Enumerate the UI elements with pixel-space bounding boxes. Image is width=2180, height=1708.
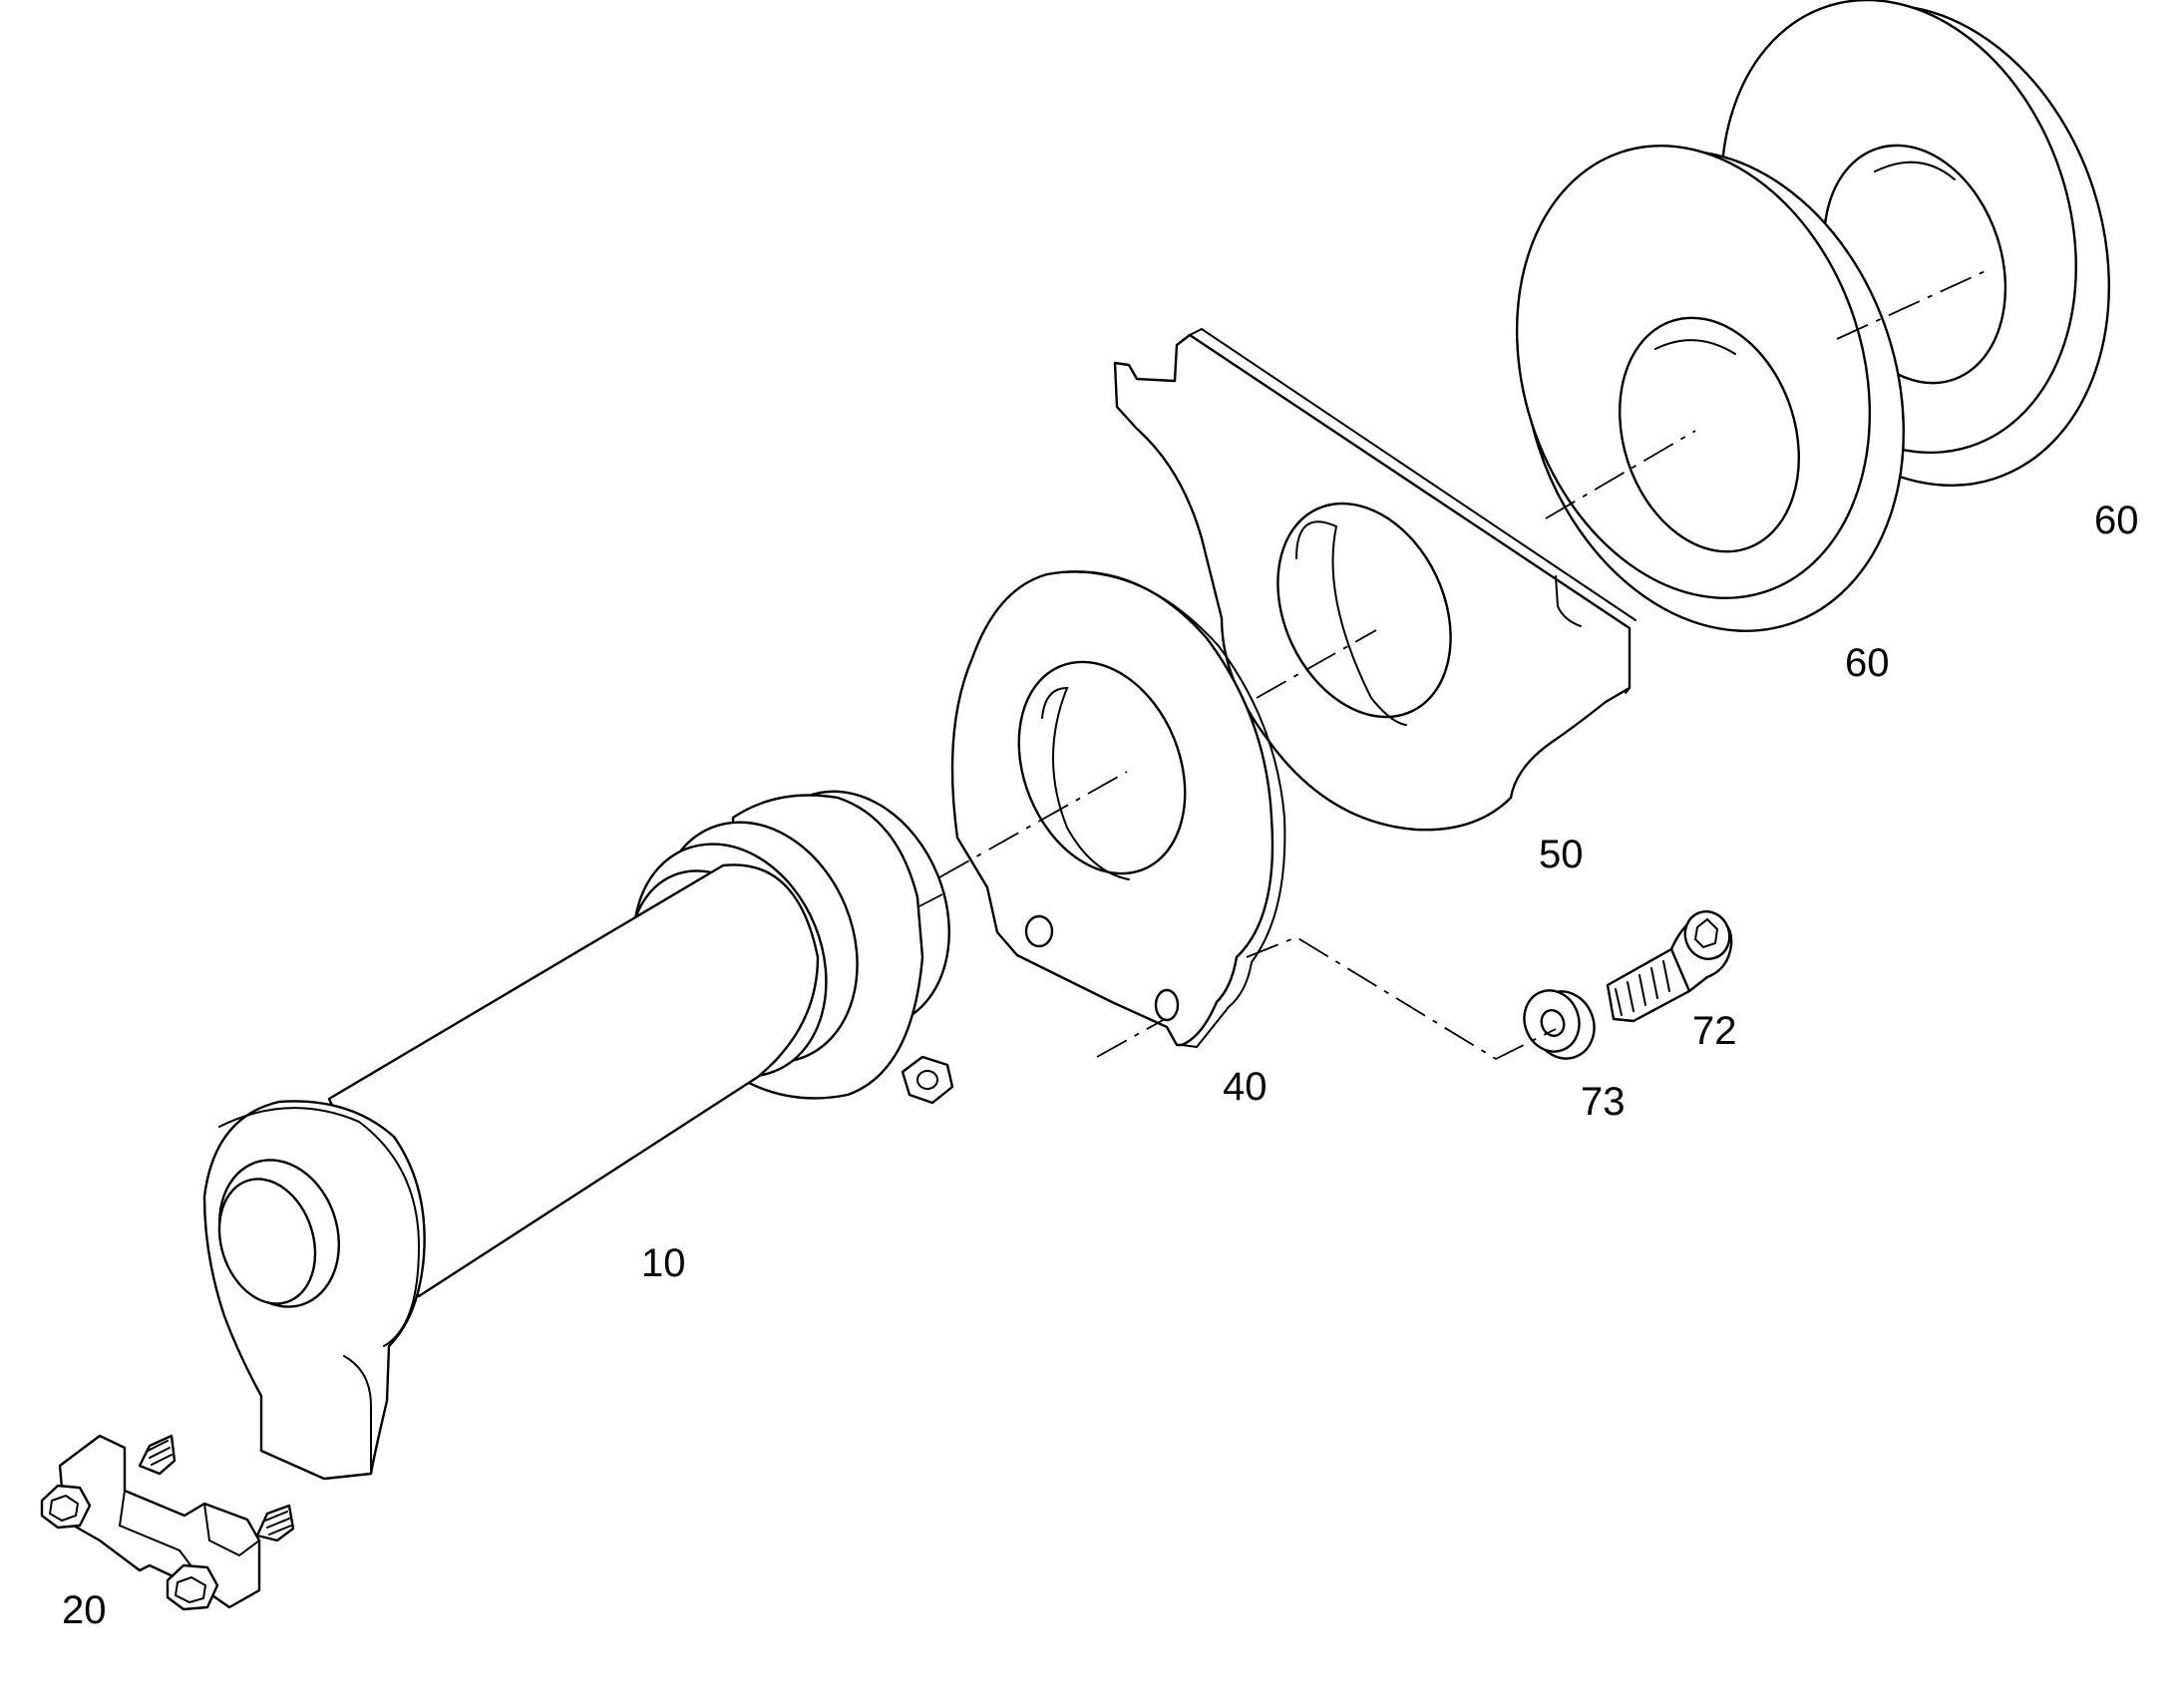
callout-labels: 10 20 40 50 60 60 72 73 — [62, 499, 2139, 1632]
callout-72: 72 — [1692, 1009, 1737, 1053]
part-10-pin-cylinder — [202, 790, 954, 1481]
callout-60-rear: 60 — [2094, 499, 2139, 542]
callout-10: 10 — [641, 1241, 686, 1285]
callout-20: 20 — [62, 1588, 107, 1632]
part-73-washer — [1523, 989, 1596, 1060]
part-50-bracket-plate — [1113, 327, 1636, 832]
hex-nut-icon — [901, 1055, 954, 1105]
callout-60-front: 60 — [1845, 641, 1890, 685]
part-60-front-washer — [1515, 144, 1905, 632]
assembly-axis-lines — [916, 268, 1991, 1061]
callout-73: 73 — [1581, 1080, 1626, 1124]
part-20-clamp — [40, 1434, 295, 1611]
callout-50: 50 — [1539, 833, 1584, 876]
part-40-mounting-plate — [950, 570, 1286, 1049]
part-72-cap-screw — [1606, 910, 1733, 1023]
callout-40: 40 — [1223, 1065, 1268, 1109]
